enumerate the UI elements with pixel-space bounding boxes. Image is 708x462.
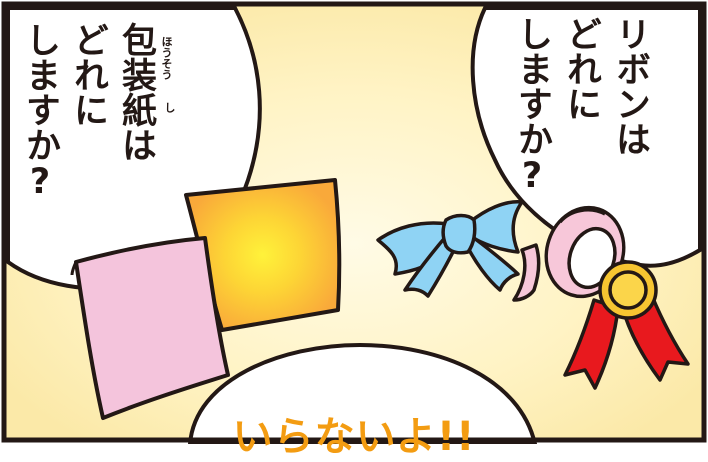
red-rosette: [563, 260, 690, 390]
left-bubble-ruby-extra: し: [163, 102, 176, 113]
blue-bow-ribbon: [376, 200, 524, 298]
wrapping-paper-pink-fold: [70, 261, 78, 276]
left-bubble-line-3: しますか?: [20, 22, 60, 202]
wrapping-paper-pink: [74, 236, 230, 420]
bottom-bubble-shout: いらないよ!!: [232, 414, 476, 460]
right-bubble-line-3: しますか?: [512, 16, 552, 196]
bottom-speech-bubble: [187, 342, 538, 444]
right-bubble-line-2: どれに: [561, 16, 601, 121]
comic-panel: [1, 1, 707, 444]
left-bubble-line-2: どれに: [68, 22, 108, 127]
panel-border: [1, 1, 707, 443]
right-bubble-line-1: リボンは: [610, 16, 650, 156]
left-bubble-ruby: ほうそう: [160, 36, 173, 80]
right-speech-bubble: [470, 6, 702, 268]
left-bubble-line-1: 包装紙は: [116, 22, 156, 162]
